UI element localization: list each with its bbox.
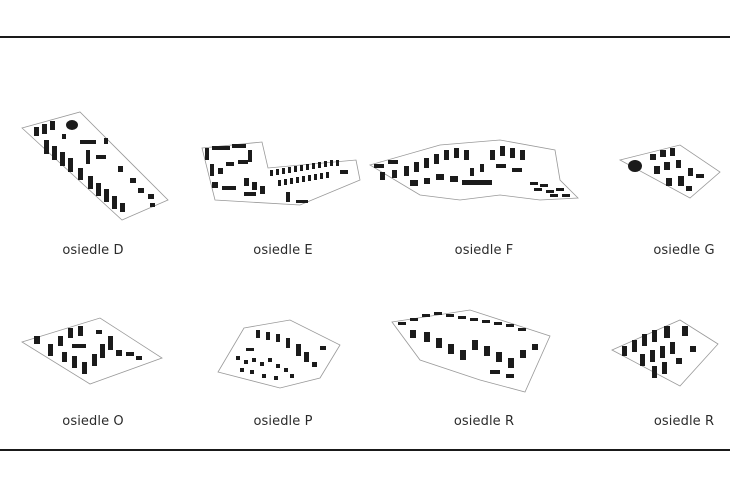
label-osiedle-r-1: osiedle R — [453, 414, 515, 429]
label-osiedle-o: osiedle O — [62, 414, 124, 429]
label-osiedle-r-2: osiedle R — [653, 414, 715, 429]
label-osiedle-f: osiedle F — [454, 243, 514, 258]
label-osiedle-g: osiedle G — [653, 243, 715, 258]
bottom-rule — [0, 449, 730, 451]
label-osiedle-e: osiedle E — [253, 243, 313, 258]
label-osiedle-d: osiedle D — [62, 243, 124, 258]
label-osiedle-p: osiedle P — [253, 414, 313, 429]
top-rule — [0, 36, 730, 38]
